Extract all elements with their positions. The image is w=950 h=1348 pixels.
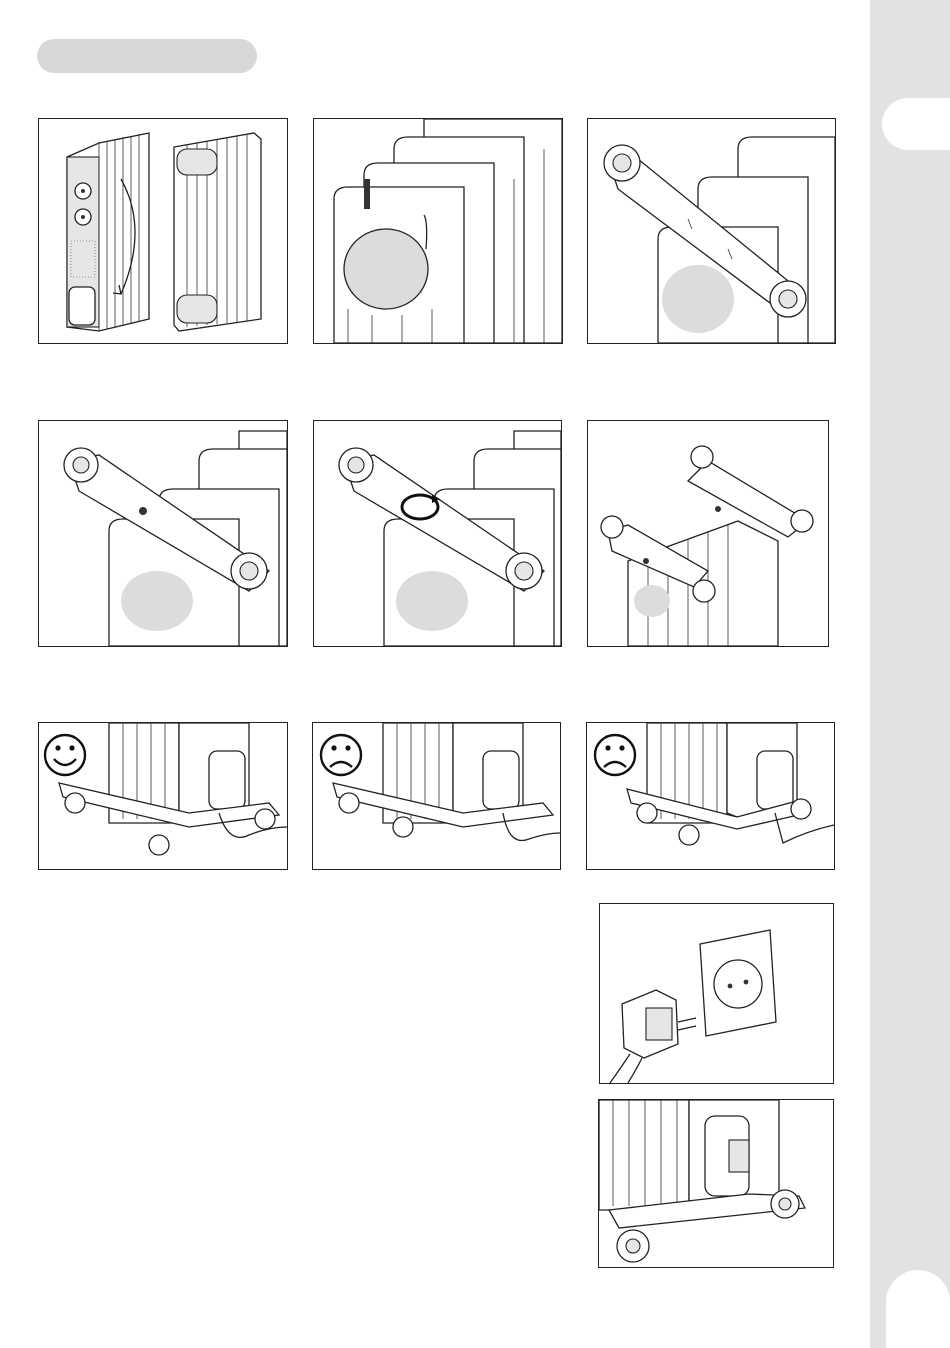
heater-flip-illustration bbox=[39, 119, 287, 343]
wall-socket bbox=[700, 930, 776, 1036]
cord-wrong-2-illustration bbox=[587, 723, 834, 869]
plug-socket-illustration bbox=[600, 904, 833, 1083]
figure-cord-wrong-1 bbox=[312, 722, 561, 870]
sad-face-icon bbox=[595, 735, 635, 775]
cord-wrong-1-illustration bbox=[313, 723, 560, 869]
figure-bracket-nut bbox=[38, 420, 288, 647]
tighten-nut-illustration bbox=[314, 421, 561, 646]
heater-back-view bbox=[174, 133, 261, 331]
section-title-pill bbox=[37, 39, 257, 73]
bracket-nut-illustration bbox=[39, 421, 287, 646]
figure-cord-correct bbox=[38, 722, 288, 870]
fins-bolt-illustration bbox=[314, 119, 562, 343]
figure-brackets-mounted bbox=[587, 420, 829, 647]
cord-storage-illustration bbox=[599, 1100, 833, 1267]
brackets-mounted-illustration bbox=[588, 421, 828, 646]
page-number-tab bbox=[886, 1270, 950, 1348]
language-tab bbox=[882, 98, 950, 150]
sad-face-icon bbox=[321, 735, 361, 775]
figure-wheel-bracket bbox=[587, 118, 836, 344]
figure-plug-socket bbox=[599, 903, 834, 1084]
wheel-bracket-illustration bbox=[588, 119, 835, 343]
figure-heater-flip bbox=[38, 118, 288, 344]
figure-cord-wrong-2 bbox=[586, 722, 835, 870]
heater-front-view bbox=[67, 133, 149, 331]
figure-cord-storage bbox=[598, 1099, 834, 1268]
side-tab-strip bbox=[870, 0, 950, 1348]
figure-tighten-nut bbox=[313, 420, 562, 647]
power-plug bbox=[610, 990, 696, 1083]
cord-correct-illustration bbox=[39, 723, 287, 869]
smiley-icon bbox=[45, 735, 85, 775]
figure-fins-bolt bbox=[313, 118, 563, 344]
